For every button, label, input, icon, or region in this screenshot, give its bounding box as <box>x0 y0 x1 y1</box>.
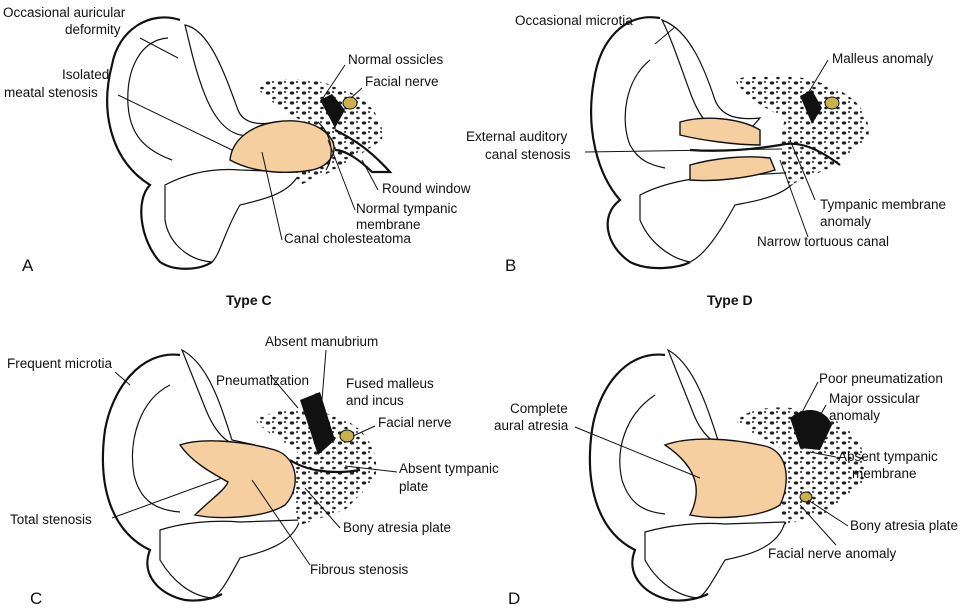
facial-nerve-anomaly-dot <box>800 492 812 502</box>
label-bony-atresia-plate-c: Bony atresia plate <box>343 520 451 535</box>
panel-d-drawing <box>590 350 866 601</box>
label-fibrous-stenosis: Fibrous stenosis <box>310 562 409 577</box>
label-major-ossicular-anomaly: Major ossicular anomaly <box>829 391 924 423</box>
label-canal-stenosis: External auditory canal stenosis <box>466 129 571 162</box>
label-facial-nerve-a: Facial nerve <box>365 74 439 89</box>
cartilage-lower <box>165 170 300 262</box>
panel-letter-c: C <box>30 589 42 608</box>
helix-inner <box>133 385 181 512</box>
panel-d: Poor pneumatization Major ossicular anom… <box>494 350 958 608</box>
facial-nerve-dot <box>340 430 354 442</box>
helix-inner <box>128 38 172 160</box>
label-total-stenosis: Total stenosis <box>10 512 92 527</box>
label-normal-tympanic-membrane: Normal tympanic membrane <box>356 201 461 232</box>
label-fused-malleus-incus: Fused malleus and incus <box>346 376 438 408</box>
facial-nerve-dot <box>343 97 357 109</box>
label-auricular-deformity: Occasional auricular deformity <box>3 5 129 37</box>
panel-c: Frequent microtia Absent manubrium Pneum… <box>7 334 503 608</box>
cartilage-upper <box>668 350 740 446</box>
label-absent-manubrium: Absent manubrium <box>265 334 378 349</box>
cartilage-lower <box>645 522 785 598</box>
lower-canal-tissue <box>690 157 775 181</box>
panel-b: Occasional microtia Malleus anomaly Exte… <box>466 13 950 275</box>
facial-nerve-dot <box>825 97 839 109</box>
cartilage-upper <box>185 25 275 136</box>
label-poor-pneumatization: Poor pneumatization <box>819 371 943 386</box>
label-narrow-tortuous-canal: Narrow tortuous canal <box>757 234 889 249</box>
canal-cholesteatoma-mass <box>230 121 334 173</box>
panel-letter-b: B <box>505 256 516 275</box>
label-absent-tympanic-plate: Absent tympanic plate <box>399 461 503 494</box>
auricle-outline <box>591 17 690 268</box>
fibrous-stenosis-mass <box>180 441 295 518</box>
label-malleus-anomaly: Malleus anomaly <box>832 51 934 66</box>
label-normal-ossicles: Normal ossicles <box>348 52 444 67</box>
label-round-window: Round window <box>382 181 471 196</box>
label-frequent-microtia: Frequent microtia <box>7 356 113 371</box>
label-complete-aural-atresia: Complete aural atresia <box>494 401 572 433</box>
panel-b-drawing <box>591 17 869 268</box>
label-facial-nerve-c: Facial nerve <box>378 415 452 430</box>
label-occasional-microtia: Occasional microtia <box>515 13 633 28</box>
panel-letter-a: A <box>22 256 34 275</box>
heading-type-d: Type D <box>707 292 753 308</box>
upper-canal-tissue <box>680 118 760 145</box>
label-pneumatization: Pneumatization <box>216 373 309 388</box>
cartilage-lower <box>160 520 300 598</box>
auricle-outline <box>107 17 212 268</box>
cartilage-upper <box>182 350 255 446</box>
panel-a: Occasional auricular deformity Isolated … <box>3 5 471 275</box>
heading-type-c: Type C <box>226 292 272 308</box>
panel-letter-d: D <box>508 589 520 608</box>
helix-inner <box>625 60 665 168</box>
label-canal-cholesteatoma: Canal cholesteatoma <box>284 231 411 246</box>
label-bony-atresia-plate-d: Bony atresia plate <box>850 518 958 533</box>
complete-atresia-mass <box>665 439 786 517</box>
auricle-outline <box>590 355 708 601</box>
label-facial-nerve-anomaly: Facial nerve anomaly <box>768 546 897 561</box>
label-meatal-stenosis: Isolated meatal stenosis <box>4 67 113 100</box>
label-tympanic-membrane-anomaly: Tympanic membrane anomaly <box>820 197 950 229</box>
